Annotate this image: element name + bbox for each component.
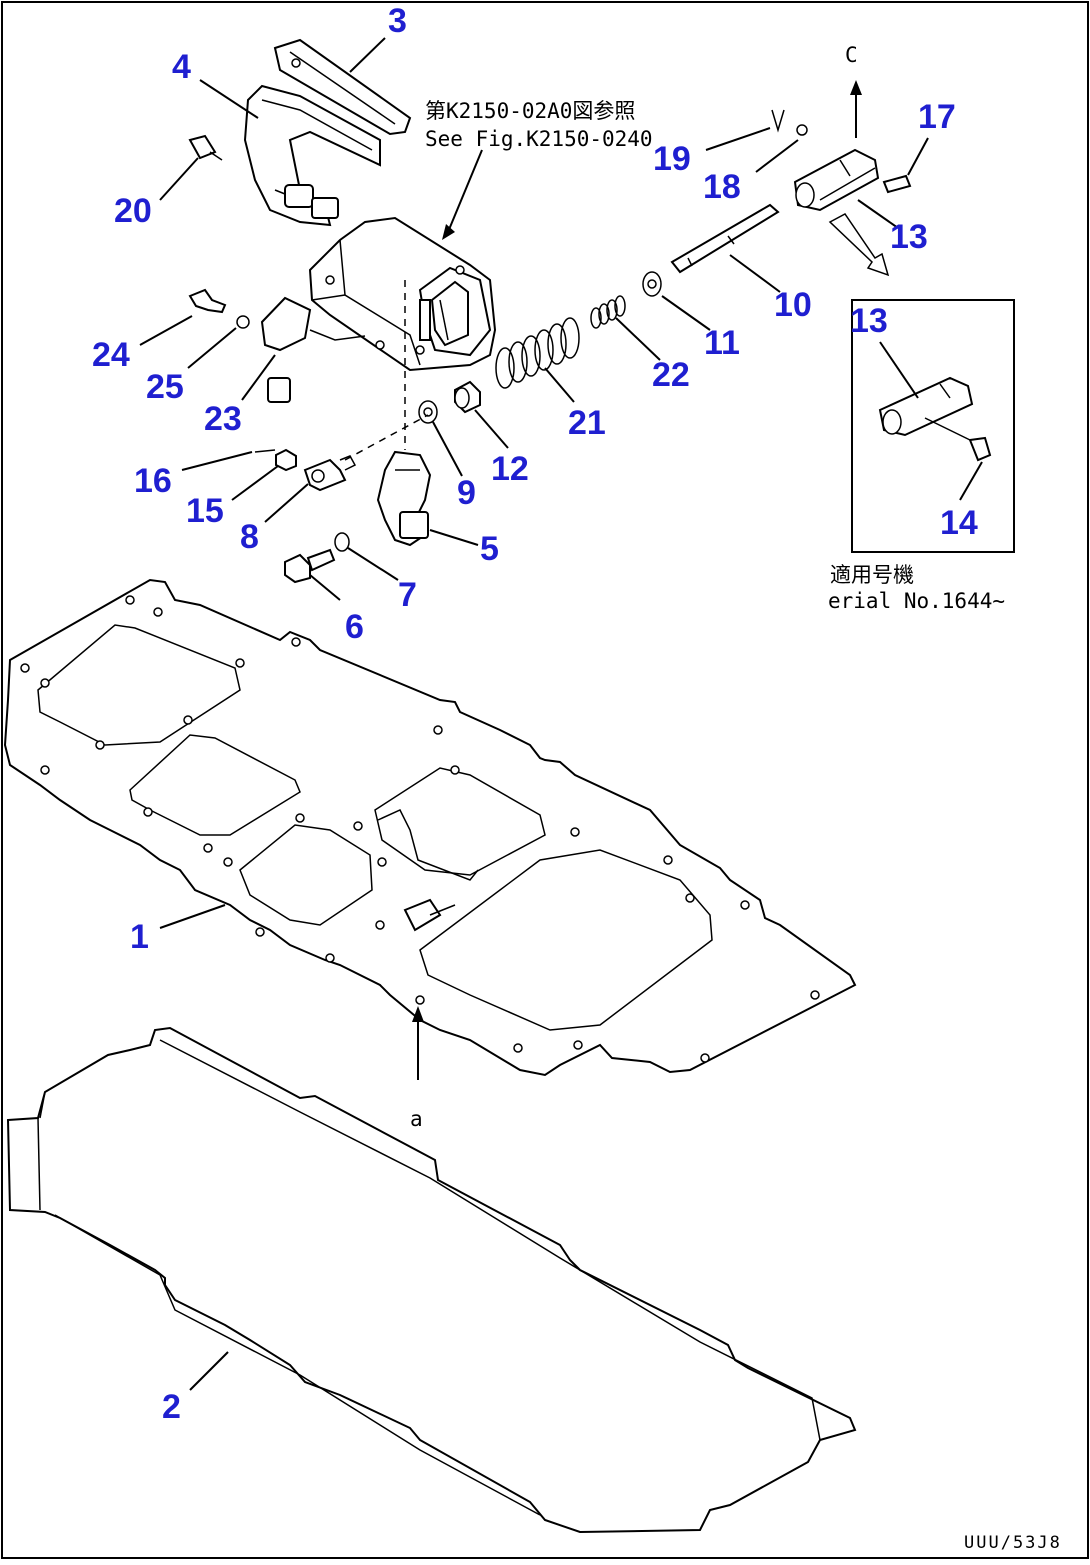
arrow-c-label: C (845, 43, 858, 67)
callout-24: 24 (92, 336, 130, 374)
part-2-cover (6, 1026, 857, 1534)
callout-21: 21 (568, 404, 606, 442)
callout-22: 22 (652, 356, 690, 394)
callout-13-variant: 13 (850, 302, 888, 340)
drawing-code: UUU/53J8 (964, 1533, 1062, 1553)
reference-arrowhead (442, 224, 455, 240)
callout-12: 12 (491, 450, 529, 488)
callout-1: 1 (130, 918, 149, 956)
part-13-clevis (793, 148, 880, 212)
callout-5: 5 (480, 530, 499, 568)
part-5-lever (376, 450, 432, 547)
serial-note-en: erial No.1644~ (828, 589, 1005, 613)
callout-20: 20 (114, 192, 152, 230)
housing-body (308, 216, 497, 372)
reference-note-jp: 第K2150-02A0図参照 (425, 99, 635, 123)
callout-4: 4 (172, 48, 191, 86)
leader-lines (139, 37, 983, 1391)
part-21-spring (495, 317, 580, 389)
callout-8: 8 (240, 518, 259, 556)
part-12-collar (454, 380, 481, 414)
callout-6: 6 (345, 608, 364, 646)
callout-3: 3 (388, 2, 407, 40)
callout-10: 10 (774, 286, 812, 324)
callout-23: 23 (204, 400, 242, 438)
part-24-bolt (188, 288, 227, 314)
variant-inset-box (851, 299, 1015, 553)
callout-25: 25 (146, 368, 184, 406)
part-19-pin (771, 109, 785, 133)
part-18-washer (796, 124, 808, 136)
arrow-a-label: a (410, 1107, 423, 1131)
callout-15: 15 (186, 492, 224, 530)
arrow-a (412, 1006, 424, 1080)
part-16-pin (254, 449, 276, 453)
part-17-pin (882, 174, 912, 194)
part-10-rod (670, 203, 780, 274)
part-20-bolt (188, 134, 223, 161)
part-3-cover (273, 38, 412, 136)
inset-arrow (828, 213, 890, 277)
callout-2: 2 (162, 1388, 181, 1426)
part-8-bushing (303, 455, 357, 492)
callout-7: 7 (398, 576, 417, 614)
part-7-washer (334, 532, 350, 552)
part-6-bolt (284, 548, 336, 584)
callout-9: 9 (457, 474, 476, 512)
serial-note-jp: 適用号機 (830, 563, 914, 587)
reference-note-en: See Fig.K2150-0240 (425, 127, 653, 151)
part-25-washer (236, 315, 250, 329)
callout-18: 18 (703, 168, 741, 206)
part-23-switch (260, 296, 366, 403)
part-11-washer (642, 271, 662, 297)
callout-14: 14 (940, 504, 978, 542)
part-1-plate (3, 578, 857, 1077)
callout-16: 16 (134, 462, 172, 500)
part-22-spring (590, 295, 626, 329)
callout-11: 11 (704, 324, 740, 362)
part-14-bolt (924, 417, 992, 462)
part-13-clevis-variant (878, 376, 974, 437)
reference-leader (447, 149, 483, 233)
part-15-nut (275, 448, 297, 472)
callout-17: 17 (918, 98, 956, 136)
callout-19: 19 (653, 140, 691, 178)
callout-13: 13 (890, 218, 928, 256)
part-9-washer (418, 400, 438, 424)
arrow-c (850, 80, 862, 138)
part-4-bracket (243, 84, 381, 227)
assembly-line-c (344, 414, 429, 461)
